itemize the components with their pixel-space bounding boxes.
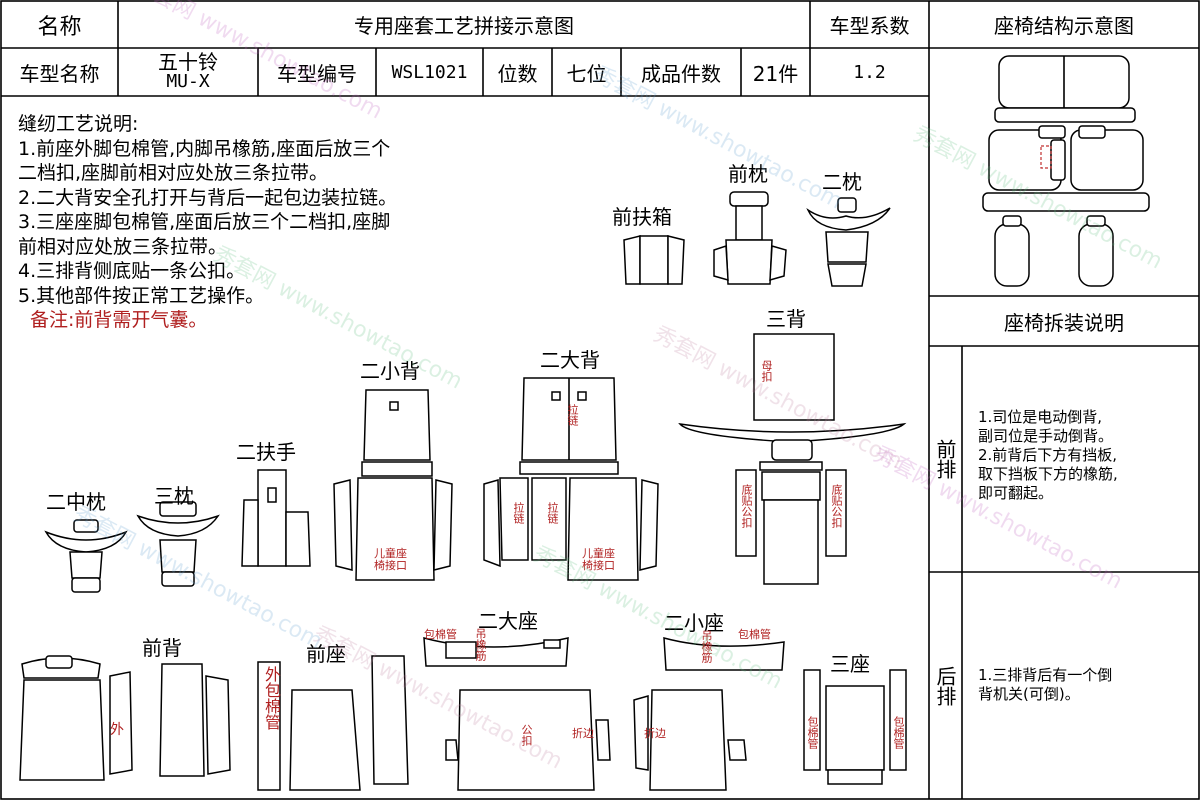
- sewing-notes: 缝纫工艺说明: 1.前座外脚包棉管,内脚吊橡筋,座面后放三个 二档扣,座脚前相对…: [18, 112, 397, 333]
- annotation-outer: 外: [110, 722, 124, 738]
- annotation-child-seat: 儿童座 椅接口: [582, 548, 615, 572]
- pattern-pieces: [19, 191, 907, 791]
- annotation-wrap-pipe: 包棉管: [424, 628, 457, 641]
- rear-row-instructions: 1.三排背后有一个倒 背机关(可倒)。: [978, 666, 1112, 704]
- child-seat-line: 儿童座: [582, 547, 615, 560]
- model-name-label: 车型名称: [19, 61, 100, 86]
- sewing-note-line: 5.其他部件按正常工艺操作。: [18, 284, 265, 307]
- annotation-child-seat: 儿童座 椅接口: [374, 548, 407, 572]
- label-front-headrest: 前枕: [728, 162, 768, 186]
- annotation-hang-elastic: 吊橡筋: [474, 628, 487, 661]
- second-middle-headrest-pieces: [44, 519, 128, 593]
- annotation-bottom-male-buckle: 底贴公扣: [830, 484, 843, 528]
- label-third-seat: 三座: [830, 652, 870, 676]
- name-label: 名称: [37, 14, 82, 40]
- sewing-note-line: 2.二大背安全孔打开与背后一起包边装拉链。: [18, 186, 398, 209]
- structure-title: 座椅结构示意图: [994, 14, 1134, 38]
- annotation-female-buckle: 母扣: [760, 360, 773, 382]
- child-seat-line: 椅接口: [374, 559, 407, 572]
- instruction-line: 背机关(可倒)。: [978, 685, 1080, 703]
- second-armrest-pieces: [241, 469, 311, 567]
- model-code-label: 车型编号: [277, 61, 357, 86]
- second-small-back-pieces: [333, 389, 453, 581]
- seats-label: 位数: [497, 61, 538, 86]
- second-big-seat-pieces: [423, 637, 611, 791]
- instruction-line: 2.前背后下方有挡板,: [978, 446, 1118, 464]
- annotation-bottom-male-buckle: 底贴公扣: [740, 484, 753, 528]
- instruction-line: 1.司位是电动倒背,: [978, 408, 1103, 426]
- label-front-back: 前背: [142, 636, 182, 660]
- annotation-zipper: 拉链: [566, 404, 579, 426]
- sewing-note-line: 二档扣,座脚前相对应处放三条拉带。: [18, 162, 329, 184]
- rear-row-label: 后排: [933, 665, 957, 706]
- annotation-outer: 外包棉管: [262, 666, 281, 730]
- annotation-zipper: 拉链: [546, 502, 559, 524]
- child-seat-line: 儿童座: [374, 547, 407, 560]
- front-back-pieces: [19, 655, 231, 781]
- sewing-notes-title: 缝纫工艺说明:: [18, 113, 139, 135]
- model-name-line1: 五十铃: [158, 50, 218, 74]
- seat-structure-diagram: [982, 55, 1150, 287]
- label-front-armbox: 前扶箱: [612, 205, 672, 229]
- series-label: 车型系数: [829, 14, 910, 38]
- sewing-remark: 备注:前背需开气囊。: [30, 309, 208, 331]
- annotation-male-buckle: 公扣: [520, 724, 533, 746]
- sewing-note-line: 前相对应处放三条拉带。: [18, 235, 228, 258]
- instruction-line: 副司位是手动倒背。: [978, 427, 1114, 445]
- child-seat-line: 椅接口: [582, 559, 615, 572]
- outer-text: 外: [262, 666, 281, 682]
- sewing-note-line: 4.三排背侧底贴一条公扣。: [18, 260, 246, 282]
- front-row-label: 前排: [933, 439, 957, 479]
- second-headrest-pieces: [806, 197, 891, 287]
- wrap-pipe-text: 包棉管: [262, 682, 281, 730]
- sewing-note-line: 1.前座外脚包棉管,内脚吊橡筋,座面后放三个: [18, 137, 391, 160]
- instruction-line: 即可翻起。: [978, 484, 1054, 502]
- series-value: 1.2: [853, 61, 886, 83]
- annotation-wrap-pipe: 包棉管: [806, 716, 819, 749]
- third-seat-pieces: [803, 669, 907, 785]
- front-armbox-pieces: [623, 235, 685, 285]
- third-back-pieces: [678, 333, 907, 585]
- label-second-small-back: 二小背: [360, 359, 420, 383]
- model-code-value: WSL1021: [391, 61, 468, 83]
- annotation-zipper: 拉链: [512, 502, 525, 524]
- front-row-instructions: 1.司位是电动倒背, 副司位是手动倒背。 2.前背后下方有挡板, 取下挡板下方的…: [978, 408, 1118, 503]
- third-headrest-pieces: [136, 501, 220, 587]
- front-headrest-pieces: [713, 191, 787, 285]
- pieces-value: 21件: [752, 61, 799, 86]
- instruction-line: 1.三排背后有一个倒: [978, 666, 1113, 684]
- sewing-note-line: 3.三座座脚包棉管,座面后放三个二档扣,座脚: [18, 211, 391, 233]
- seats-value: 七位: [566, 61, 607, 86]
- annotation-fold-edge: 折边: [572, 727, 594, 740]
- label-second-armrest: 二扶手: [236, 440, 296, 464]
- label-second-small-seat: 二小座: [664, 611, 724, 635]
- annotation-wrap-pipe: 包棉管: [892, 716, 905, 749]
- annotation-hang-elastic: 吊橡筋: [700, 630, 713, 663]
- label-second-big-back: 二大背: [540, 348, 600, 372]
- front-seat-pieces: [257, 655, 409, 791]
- pieces-label: 成品件数: [641, 61, 721, 86]
- model-name-value: 五十铃 MU-X: [118, 48, 258, 96]
- model-name-line2: MU-X: [166, 71, 210, 92]
- instruction-line: 取下挡板下方的橡筋,: [978, 465, 1118, 483]
- label-second-middle-headrest: 二中枕: [46, 490, 106, 514]
- second-big-back-pieces: [483, 377, 659, 581]
- annotation-fold-edge: 折边: [644, 727, 666, 740]
- second-small-seat-pieces: [633, 637, 785, 791]
- label-third-back: 三背: [766, 307, 806, 331]
- label-second-big-seat: 二大座: [478, 609, 538, 633]
- page-title: 专用座套工艺拼接示意图: [354, 14, 574, 38]
- disassembly-title: 座椅拆装说明: [1004, 310, 1124, 335]
- label-second-headrest: 二枕: [822, 170, 862, 194]
- label-front-seat: 前座: [306, 642, 346, 666]
- label-third-headrest: 三枕: [154, 484, 194, 508]
- annotation-wrap-pipe: 包棉管: [738, 628, 771, 641]
